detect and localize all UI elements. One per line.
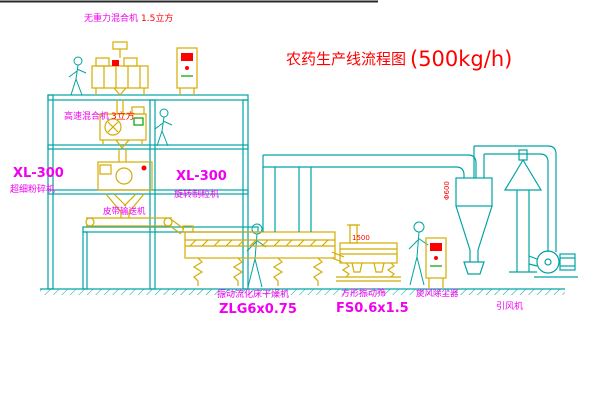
dim-cyclone: Φ600 [443,181,451,200]
label-sieve-name: 方形振动筛 [341,287,386,299]
granulator-machine [97,161,153,191]
dim-sieve: 1500 [352,234,370,242]
label-granulator-model: XL-300 [176,169,227,184]
label-high-speed-mixer-size: 3立方 [111,110,135,122]
label-gravity-mixer-size: 1.5立方 [141,12,173,24]
title-capacity: (500kg/h) [410,47,512,71]
cyclone-outlet-duct [473,145,557,252]
exhaust-stack [503,149,543,273]
gravity-mixer-machine [91,41,149,114]
worker-figure-top-floor [68,56,87,96]
dryer-support-springs [192,257,324,286]
label-high-speed-mixer-name: 高速混合机 [64,110,109,122]
label-mill-name: 超细粉碎机 [10,183,55,195]
label-mill-model: XL-300 [13,166,64,181]
worker-figure-ground [246,223,267,288]
ground-line [40,288,565,295]
labels: 农药生产线流程图 (500kg/h) 无重力混合机 1.5立方 高速混合机 3立… [10,12,523,317]
label-dryer-name: 振动流化床干燥机 [217,288,289,300]
belt-conveyor-machine [85,217,185,235]
label-fan: 引风机 [496,300,523,312]
building-structure [47,94,259,290]
label-sieve-model: FS0.6x1.5 [336,301,409,316]
fluid-bed-dryer-machine [182,225,345,263]
label-granulator-name: 旋转制粒机 [174,188,219,200]
worker-figure-sieve-area [408,221,429,286]
label-cyclone: 旋风除尘器 [416,288,459,299]
label-gravity-mixer-name: 无重力混合机 [84,12,138,24]
worker-figure-second-floor [154,108,173,147]
cyclone-separator [455,177,493,275]
label-dryer-model: ZLG6x0.75 [219,302,297,317]
control-cabinet-lower [425,237,447,288]
high-speed-mixer-machine [99,106,147,162]
vibrating-sieve-machine [336,224,401,282]
y-discharge-hopper [105,193,145,218]
label-belt-conveyor: 皮带输送机 [103,206,146,217]
induced-draft-fan-machine [534,250,578,278]
control-cabinet-upper [176,47,198,95]
title-main: 农药生产线流程图 [286,50,406,68]
